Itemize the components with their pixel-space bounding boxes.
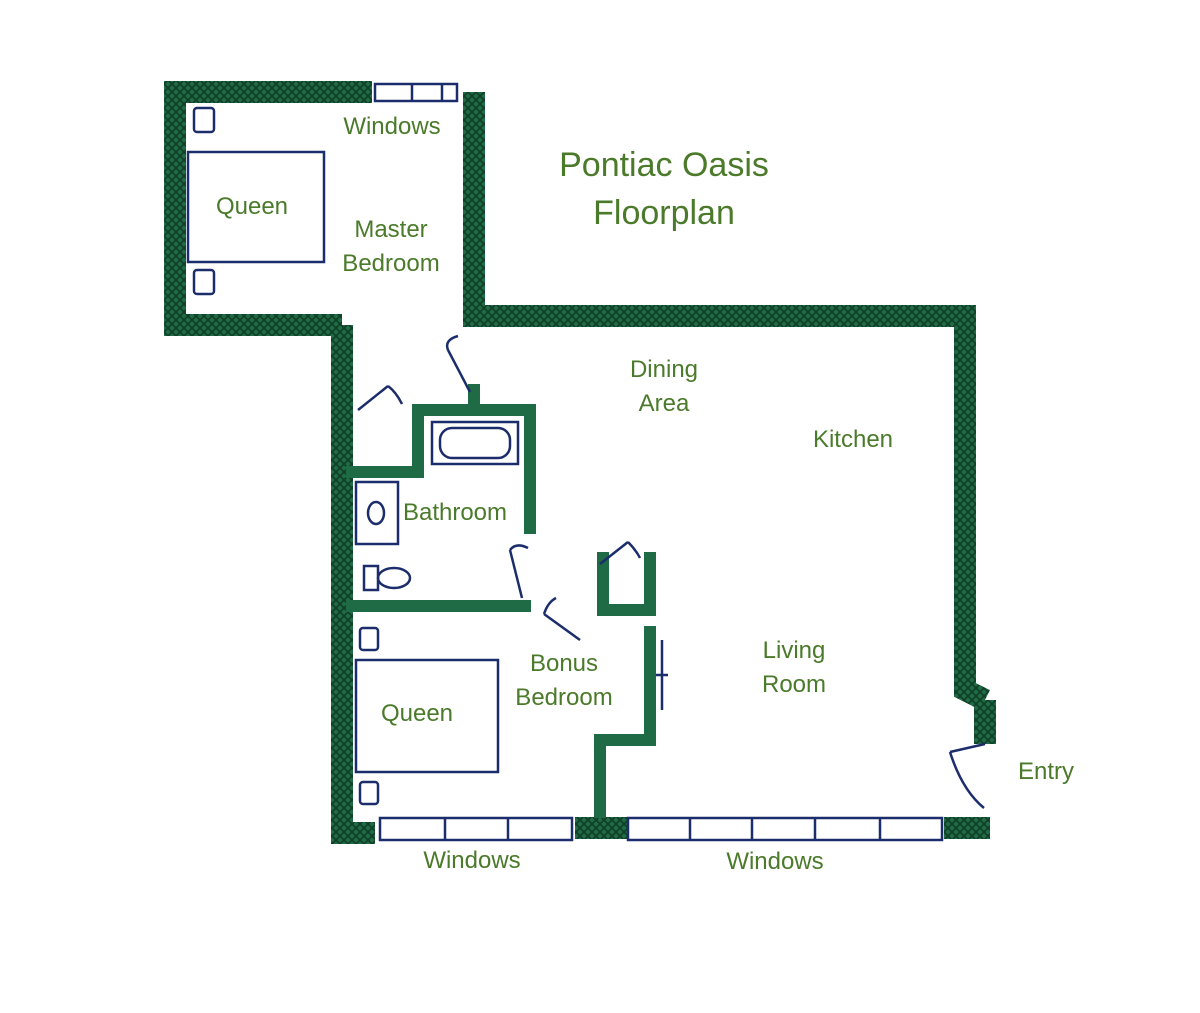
master-bedroom-label-line1: Master	[354, 216, 428, 243]
entry-door-swing	[948, 742, 986, 809]
sink-counter	[354, 480, 400, 546]
bath-door-swing	[508, 544, 529, 599]
exterior-walls	[164, 81, 996, 844]
door-swings	[357, 334, 986, 809]
master-windows-label: Windows	[343, 113, 441, 140]
bonus-partition-lower	[594, 626, 656, 818]
interior-walls	[346, 384, 656, 818]
master-door-swing	[445, 334, 472, 393]
toilet-icon	[376, 566, 412, 590]
left-wall	[331, 325, 375, 844]
master-queen-bed	[186, 150, 326, 264]
bathroom-label: Bathroom	[402, 499, 508, 526]
sink-icon	[366, 500, 386, 526]
bonus-nightstand-top	[358, 626, 380, 652]
windows	[373, 82, 944, 842]
bonus-bedroom-label-line2: Bedroom	[515, 684, 613, 711]
bonus-bed-label: Queen	[380, 700, 454, 727]
master-window	[373, 82, 459, 103]
bottom-right-window	[626, 816, 944, 842]
bathtub	[430, 420, 520, 466]
master-nightstand-bottom	[192, 268, 216, 296]
bonus-door-swing	[542, 596, 581, 642]
bottom-left-windows-label: Windows	[423, 847, 521, 874]
master-bedroom-label-line2: Bedroom	[342, 250, 440, 277]
kitchen-label: Kitchen	[812, 426, 894, 453]
toilet-tank	[362, 564, 380, 592]
living-room-label-line1: Living	[762, 637, 826, 664]
master-bedroom-right-wall	[463, 92, 990, 710]
living-room-label-line2: Room	[761, 671, 827, 698]
plan-title-line2: Floorplan	[593, 194, 735, 232]
bonus-partition-upper	[597, 552, 656, 616]
hall-door-swing	[357, 385, 404, 411]
master-bed-label: Queen	[215, 193, 289, 220]
bonus-nightstand-bottom	[358, 780, 380, 806]
dining-area-label-line2: Area	[638, 390, 690, 417]
furniture	[186, 106, 668, 806]
plan-title-line1: Pontiac Oasis	[559, 146, 769, 184]
bonus-bedroom-label-line1: Bonus	[529, 650, 599, 677]
master-bedroom-outer-wall	[164, 81, 372, 336]
closet-door-swing	[599, 541, 642, 565]
bottom-right-windows-label: Windows	[726, 848, 824, 875]
dining-area-label-line1: Dining	[629, 356, 699, 383]
bottom-left-window	[378, 816, 574, 842]
entry-label: Entry	[1017, 758, 1075, 785]
bonus-queen-bed	[354, 658, 500, 774]
master-nightstand-top	[192, 106, 216, 134]
